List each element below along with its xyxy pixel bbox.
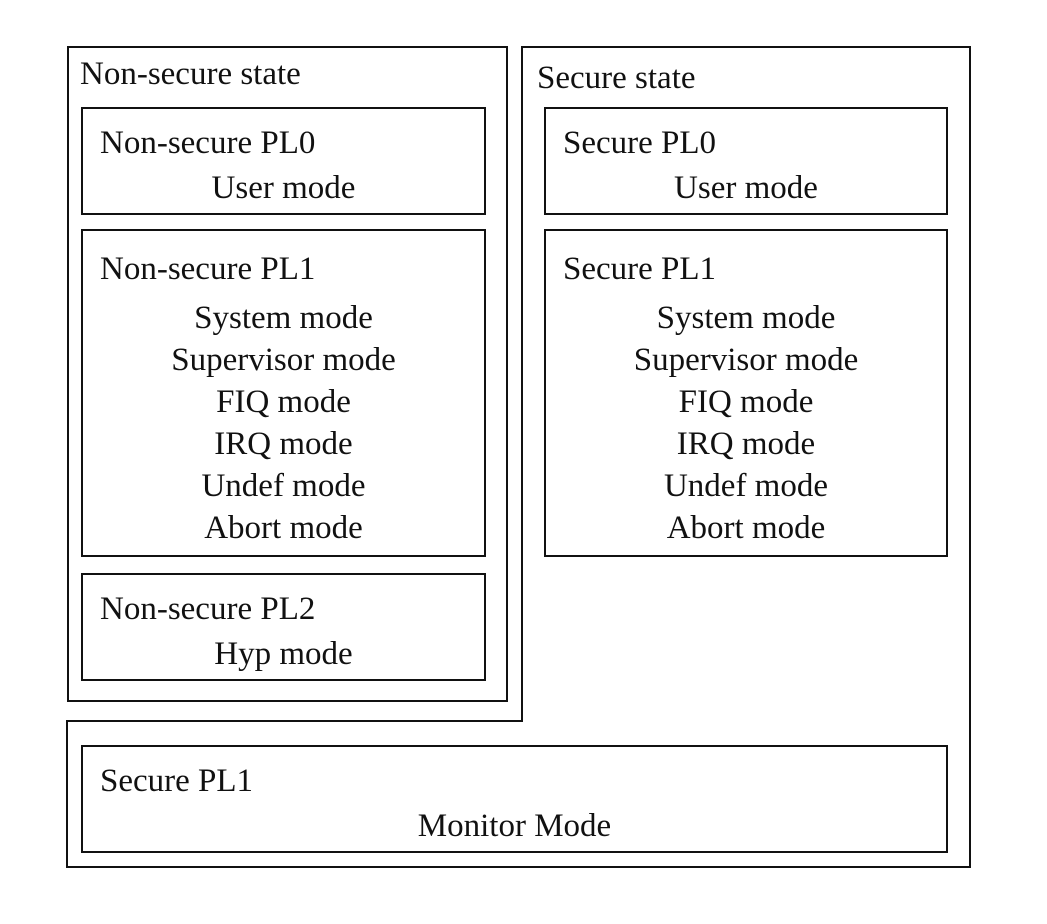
- secure-pl1-mode-supervisor: Supervisor mode: [633, 342, 859, 378]
- secure-pl1-mode-fiq: FIQ mode: [678, 384, 814, 420]
- secure-state-title: Secure state: [537, 60, 696, 96]
- secure-monitor-mode: Monitor Mode: [417, 808, 612, 844]
- secure-monitor-box: Secure PL1 Monitor Mode: [81, 745, 948, 853]
- secure-pl1-mode-undef: Undef mode: [663, 468, 829, 504]
- nonsecure-pl1-mode-abort: Abort mode: [204, 510, 363, 546]
- nonsecure-pl2-box: Non-secure PL2 Hyp mode: [81, 573, 486, 681]
- nonsecure-pl0-box: Non-secure PL0 User mode: [81, 107, 486, 215]
- secure-pl1-box: Secure PL1 System mode Supervisor mode F…: [544, 229, 948, 557]
- nonsecure-pl1-mode-fiq: FIQ mode: [216, 384, 351, 420]
- nonsecure-pl1-mode-system: System mode: [194, 300, 373, 336]
- secure-pl0-mode-user: User mode: [674, 170, 818, 206]
- secure-pl1-mode-system: System mode: [656, 300, 836, 336]
- nonsecure-pl0-mode-user: User mode: [211, 170, 356, 206]
- secure-pl0-title: Secure PL0: [563, 125, 717, 161]
- secure-pl1-title: Secure PL1: [563, 251, 717, 287]
- nonsecure-state-title: Non-secure state: [80, 56, 301, 92]
- nonsecure-pl2-title: Non-secure PL2: [100, 591, 316, 627]
- nonsecure-pl1-mode-supervisor: Supervisor mode: [171, 342, 396, 378]
- nonsecure-pl1-box: Non-secure PL1 System mode Supervisor mo…: [81, 229, 486, 557]
- secure-monitor-title: Secure PL1: [100, 763, 254, 799]
- nonsecure-pl1-title: Non-secure PL1: [100, 251, 316, 287]
- nonsecure-pl0-title: Non-secure PL0: [100, 125, 316, 161]
- nonsecure-state-container: [67, 46, 508, 702]
- nonsecure-pl1-mode-irq: IRQ mode: [214, 426, 353, 462]
- secure-pl1-mode-irq: IRQ mode: [676, 426, 816, 462]
- nonsecure-pl2-mode-hyp: Hyp mode: [214, 636, 353, 672]
- nonsecure-pl1-mode-undef: Undef mode: [201, 468, 366, 504]
- secure-pl1-mode-abort: Abort mode: [666, 510, 826, 546]
- secure-pl0-box: Secure PL0 User mode: [544, 107, 948, 215]
